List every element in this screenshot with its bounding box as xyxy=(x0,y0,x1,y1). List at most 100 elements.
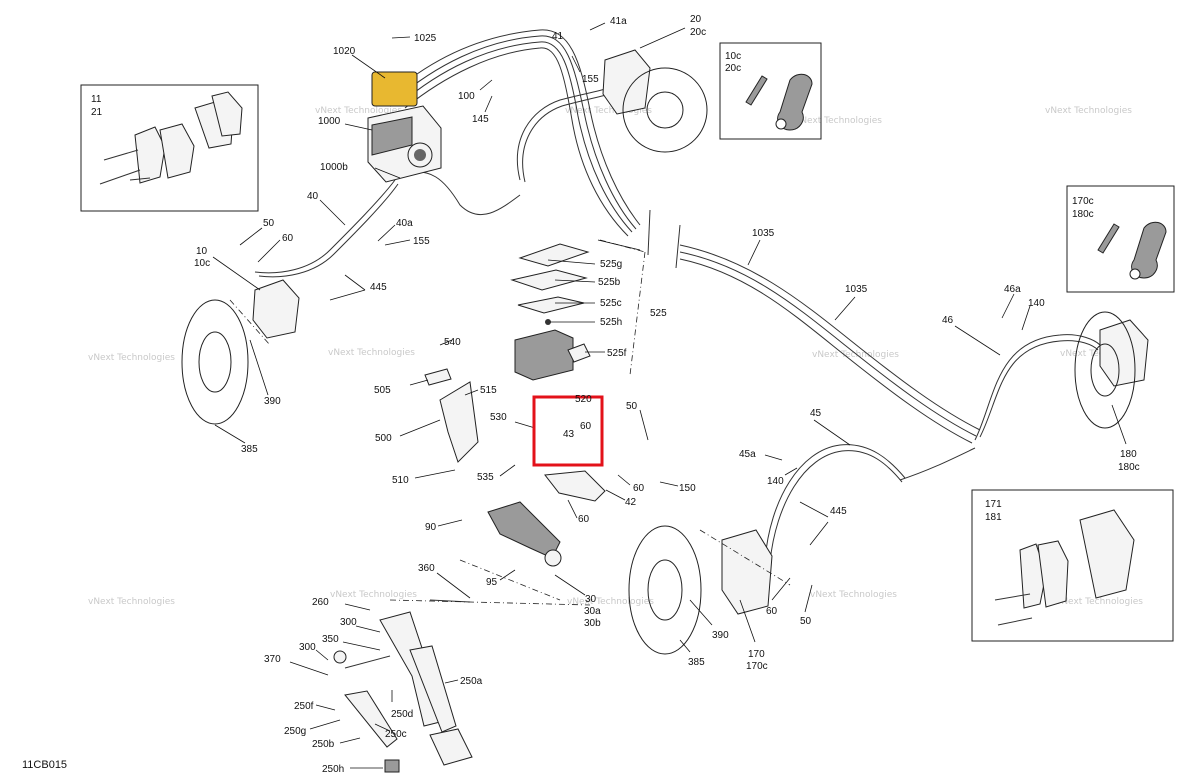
callout-510: 510 xyxy=(392,475,409,486)
callout-95: 95 xyxy=(486,577,498,588)
pedal-bracket xyxy=(424,368,479,463)
callout-140: 140 xyxy=(1028,298,1045,309)
callout-300: 300 xyxy=(340,617,357,628)
inset-box-brake-pads-rear xyxy=(971,489,1174,642)
callout-385-b: 385 xyxy=(688,657,705,668)
callout-40: 40 xyxy=(307,191,319,202)
rear-disc-left xyxy=(628,525,702,655)
callout-42: 42 xyxy=(625,497,637,508)
master-cylinder xyxy=(487,470,606,567)
callout-1035: 1035 xyxy=(752,228,775,239)
watermark-text: vNext Technologies xyxy=(1045,106,1132,116)
callout-250c: 250c xyxy=(385,729,407,740)
callout-535: 535 xyxy=(477,472,494,483)
callout-90: 90 xyxy=(425,522,437,533)
callout-150: 150 xyxy=(679,483,696,494)
callout-41: 41 xyxy=(552,31,564,42)
callout-30a: 30a xyxy=(584,606,601,617)
callout-1020: 1020 xyxy=(333,46,356,57)
callout-50-c: 50 xyxy=(800,616,812,627)
callout-250f: 250f xyxy=(294,701,314,712)
callout-525c: 525c xyxy=(600,298,622,309)
callout-370: 370 xyxy=(264,654,281,665)
callout-445: 445 xyxy=(370,282,387,293)
callout-1000b: 1000b xyxy=(320,162,348,173)
callout-530: 530 xyxy=(490,412,507,423)
callout-250d: 250d xyxy=(391,709,413,720)
callout-50: 50 xyxy=(263,218,275,229)
callout-140-b: 140 xyxy=(767,476,784,487)
callout-445-b: 445 xyxy=(830,506,847,517)
callout-60-c: 60 xyxy=(633,483,645,494)
watermark-text: vNext Technologies xyxy=(88,597,175,607)
callout-180: 180 xyxy=(1120,449,1137,460)
callout-46: 46 xyxy=(942,315,954,326)
callout-100: 100 xyxy=(458,91,475,102)
callout-180c: 180c xyxy=(1118,462,1140,473)
callout-170c-inset: 170c xyxy=(1072,196,1094,207)
callout-60-d: 60 xyxy=(578,514,590,525)
watermark-text: vNext Technologies xyxy=(565,106,652,116)
callout-30: 30 xyxy=(585,594,597,605)
assembly-center-lines xyxy=(229,239,791,606)
diagram-code: 11CB015 xyxy=(22,759,67,771)
callout-30b: 30b xyxy=(584,618,601,629)
callout-250g: 250g xyxy=(284,726,306,737)
watermark-text: vNext Technologies xyxy=(567,597,654,607)
callout-525: 525 xyxy=(650,308,667,319)
callout-20c: 20c xyxy=(690,27,706,38)
callout-525b: 525b xyxy=(598,277,621,288)
callout-41a: 41a xyxy=(610,16,627,27)
callout-525g: 525g xyxy=(600,259,622,270)
master-cylinder-reservoir xyxy=(510,243,591,381)
callout-390: 390 xyxy=(264,396,281,407)
callout-1025: 1025 xyxy=(414,33,437,44)
callout-50-b: 50 xyxy=(626,401,638,412)
callout-1035-b: 1035 xyxy=(845,284,868,295)
callout-40a: 40a xyxy=(396,218,413,229)
rear-caliper-left xyxy=(721,529,773,615)
callout-525f: 525f xyxy=(607,348,627,359)
callout-350: 350 xyxy=(322,634,339,645)
leader-lines xyxy=(212,22,1127,769)
callout-500: 500 xyxy=(375,433,392,444)
inset-box-brake-pads-front xyxy=(80,84,259,212)
callout-21: 21 xyxy=(91,107,103,118)
callout-155-b: 155 xyxy=(413,236,430,247)
callout-540: 540 xyxy=(444,337,461,348)
front-caliper-right xyxy=(602,49,708,153)
inset-box-bleeder-rear xyxy=(1066,185,1175,293)
callout-60-b: 60 xyxy=(580,421,592,432)
callout-60: 60 xyxy=(282,233,294,244)
callout-60-e: 60 xyxy=(766,606,778,617)
callout-180c-inset: 180c xyxy=(1072,209,1094,220)
callout-170: 170 xyxy=(748,649,765,660)
callout-20: 20 xyxy=(690,14,702,25)
callout-360: 360 xyxy=(418,563,435,574)
highlight-box xyxy=(532,395,604,467)
abs-module xyxy=(367,71,442,183)
callout-385: 385 xyxy=(241,444,258,455)
callout-46a: 46a xyxy=(1004,284,1021,295)
callout-300-b: 300 xyxy=(299,642,316,653)
rear-caliper-right xyxy=(1074,311,1149,429)
callout-20c-inset: 20c xyxy=(725,63,741,74)
line-break-marks xyxy=(647,209,681,269)
callout-250h: 250h xyxy=(322,764,344,775)
callout-170c: 170c xyxy=(746,661,768,672)
watermark-text: vNext Technologies xyxy=(315,106,402,116)
watermark-text: vNext Technologies xyxy=(810,590,897,600)
callout-260: 260 xyxy=(312,597,329,608)
callout-250b: 250b xyxy=(312,739,335,750)
callout-labels: 1025 1020 1000 1000b 41 41a 20 20c 155 1… xyxy=(91,14,1140,775)
callout-171: 171 xyxy=(985,499,1002,510)
front-disc-left xyxy=(181,299,249,425)
brake-pedal-assembly xyxy=(333,599,473,773)
callout-45a: 45a xyxy=(739,449,756,460)
callout-181: 181 xyxy=(985,512,1002,523)
callout-43: 43 xyxy=(563,429,575,440)
watermark-text: vNext Technologies xyxy=(795,116,882,126)
callout-250a: 250a xyxy=(460,676,483,687)
